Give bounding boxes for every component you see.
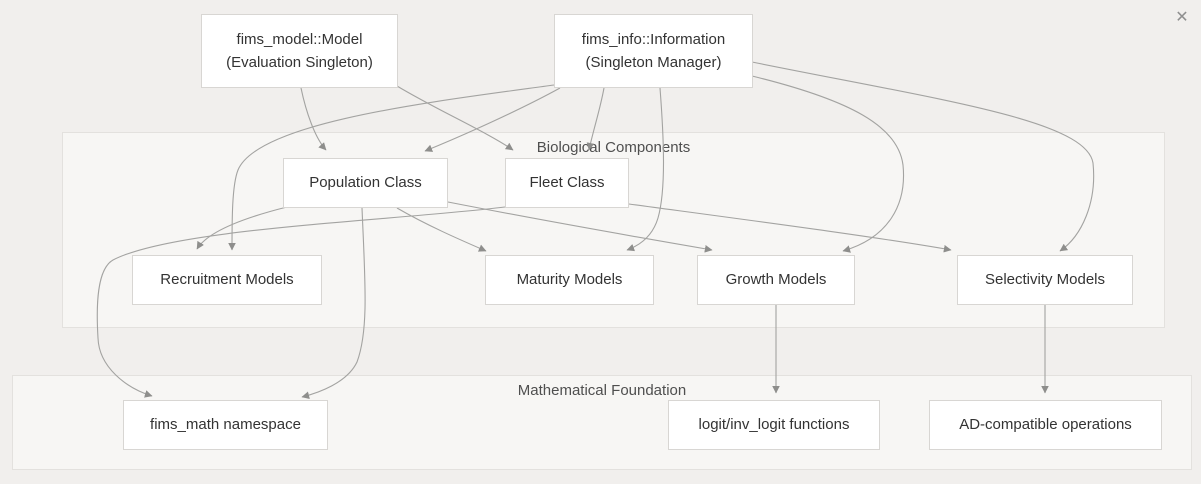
node-fleet-class[interactable]: Fleet Class [505, 158, 629, 208]
node-fims-info-line2: (Singleton Manager) [585, 54, 722, 71]
node-ad-label: AD-compatible operations [959, 416, 1132, 434]
node-ad-compatible-operations[interactable]: AD-compatible operations [929, 400, 1162, 450]
node-fims-math-label: fims_math namespace [150, 416, 301, 434]
node-population-label: Population Class [309, 174, 422, 192]
node-fims-math-namespace[interactable]: fims_math namespace [123, 400, 328, 450]
close-icon[interactable]: ✕ [1175, 9, 1189, 26]
section-label-biological: Biological Components [536, 139, 691, 156]
node-selectivity-models[interactable]: Selectivity Models [957, 255, 1133, 305]
node-logit-functions[interactable]: logit/inv_logit functions [668, 400, 880, 450]
node-fims-model-line1: fims_model::Model [236, 30, 363, 48]
node-population-class[interactable]: Population Class [283, 158, 448, 208]
node-fims-info-line1: fims_info::Information [581, 30, 726, 48]
node-maturity-label: Maturity Models [516, 271, 623, 289]
node-logit-label: logit/inv_logit functions [698, 416, 850, 434]
node-fims-model[interactable]: fims_model::Model (Evaluation Singleton) [201, 14, 398, 88]
section-label-mathematical: Mathematical Foundation [517, 382, 687, 399]
node-growth-label: Growth Models [725, 271, 827, 289]
node-growth-models[interactable]: Growth Models [697, 255, 855, 305]
node-recruitment-label: Recruitment Models [160, 271, 294, 289]
node-maturity-models[interactable]: Maturity Models [485, 255, 654, 305]
node-recruitment-models[interactable]: Recruitment Models [132, 255, 322, 305]
node-fims-model-line2: (Evaluation Singleton) [226, 54, 373, 71]
node-fims-info[interactable]: fims_info::Information (Singleton Manage… [554, 14, 753, 88]
node-selectivity-label: Selectivity Models [984, 271, 1106, 289]
node-fleet-label: Fleet Class [529, 174, 605, 192]
